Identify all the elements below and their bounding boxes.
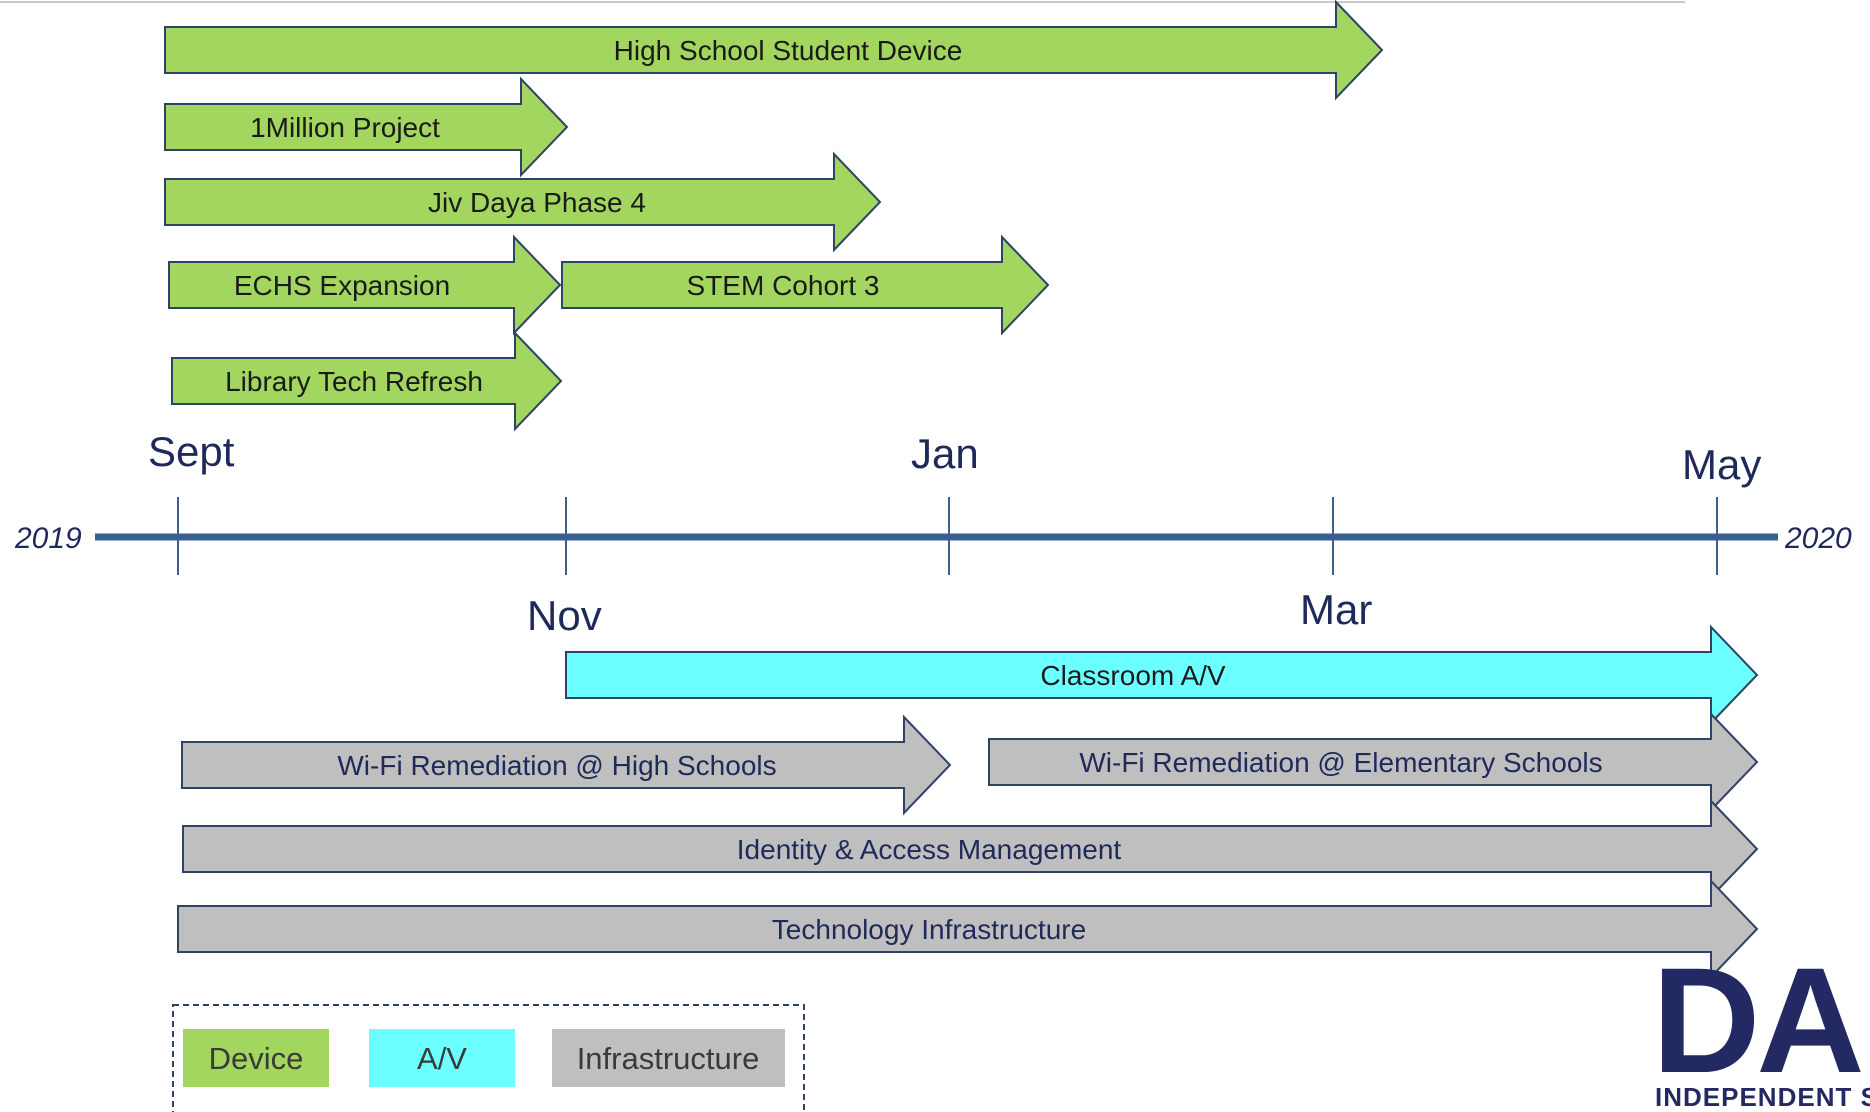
year-end-label: 2020 bbox=[1784, 522, 1852, 555]
project-label-6: Classroom A/V bbox=[1040, 660, 1225, 691]
logo-wordmark: DALLAS bbox=[1652, 936, 1870, 1104]
legend-label-av: A/V bbox=[417, 1041, 467, 1076]
legend-swatch-device bbox=[183, 1029, 329, 1087]
legend-label-infrastructure: Infrastructure bbox=[577, 1041, 760, 1076]
project-arrows: High School Student Device 1Million Proje… bbox=[164, 0, 1759, 980]
project-arrow-1 bbox=[164, 76, 569, 178]
project-arrow-3 bbox=[168, 234, 562, 336]
project-label-1: 1Million Project bbox=[250, 112, 440, 143]
project-label-9: Identity & Access Management bbox=[737, 834, 1122, 865]
project-arrow-0 bbox=[164, 0, 1384, 101]
project-arrow-6 bbox=[565, 624, 1759, 726]
logo-subtitle: INDEPENDENT SCHOOL DISTRICT bbox=[1655, 1082, 1870, 1112]
project-arrow-5 bbox=[171, 330, 563, 432]
month-label-may: May bbox=[1682, 441, 1761, 488]
project-label-7: Wi-Fi Remediation @ High Schools bbox=[337, 750, 776, 781]
project-label-2: Jiv Daya Phase 4 bbox=[428, 187, 646, 218]
month-label-nov: Nov bbox=[527, 592, 602, 639]
project-arrow-9 bbox=[182, 798, 1759, 900]
legend-label-device: Device bbox=[209, 1041, 304, 1076]
month-label-jan: Jan bbox=[911, 430, 979, 477]
legend-swatch-infrastructure bbox=[552, 1029, 785, 1087]
project-label-4: STEM Cohort 3 bbox=[687, 270, 880, 301]
legend-frame bbox=[172, 1004, 805, 1112]
month-label-mar: Mar bbox=[1300, 586, 1372, 633]
project-label-8: Wi-Fi Remediation @ Elementary Schools bbox=[1079, 747, 1602, 778]
year-start-label: 2019 bbox=[14, 522, 82, 555]
project-arrow-10 bbox=[177, 878, 1759, 980]
project-arrow-7 bbox=[181, 714, 952, 816]
project-arrow-8 bbox=[988, 711, 1759, 813]
legend: Device A/V Infrastructure bbox=[172, 1004, 805, 1112]
project-arrow-2 bbox=[164, 151, 882, 253]
project-label-5: Library Tech Refresh bbox=[225, 366, 483, 397]
project-label-3: ECHS Expansion bbox=[234, 270, 450, 301]
project-label-10: Technology Infrastructure bbox=[772, 914, 1086, 945]
month-label-sept: Sept bbox=[148, 428, 235, 475]
project-arrow-4 bbox=[561, 234, 1050, 336]
project-label-0: High School Student Device bbox=[614, 35, 963, 66]
legend-swatch-av bbox=[369, 1029, 515, 1087]
district-logo: DALLAS INDEPENDENT SCHOOL DISTRICT bbox=[1652, 936, 1870, 1112]
